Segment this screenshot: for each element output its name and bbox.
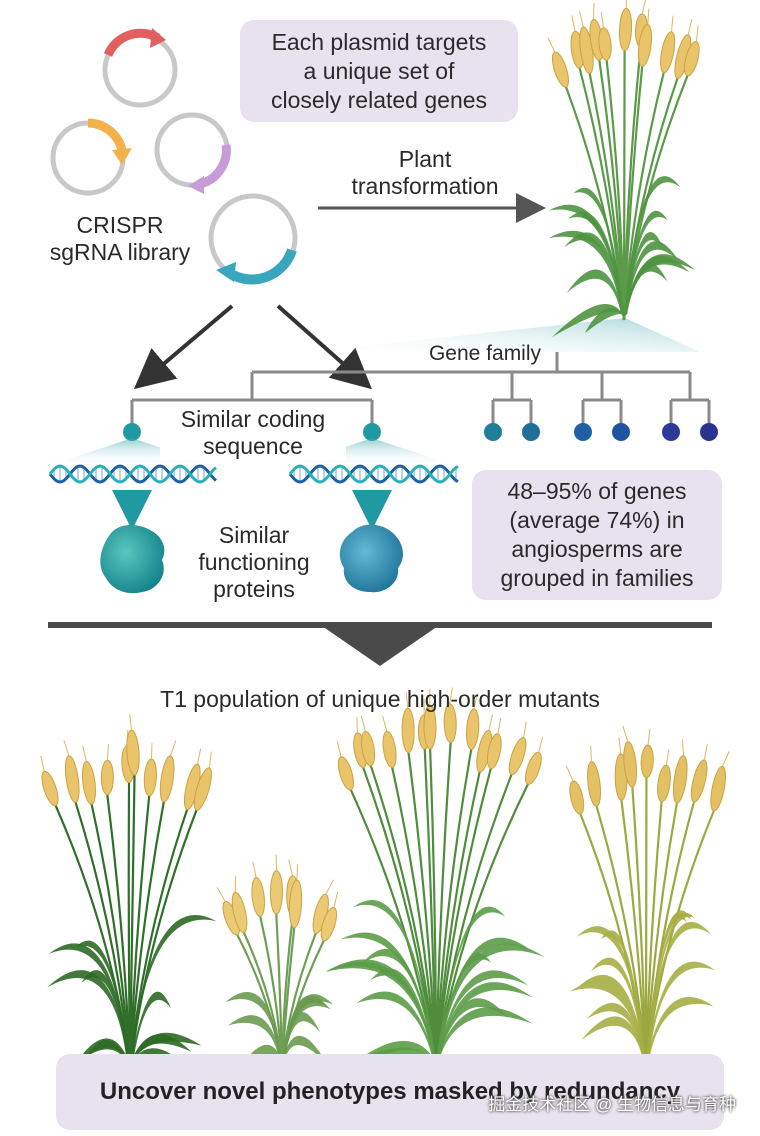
protein-right bbox=[339, 524, 403, 593]
similar-coding-label: Similar coding sequence bbox=[160, 406, 346, 460]
crispr-library-label: CRISPR sgRNA library bbox=[49, 212, 191, 265]
gene-nodes bbox=[123, 423, 718, 441]
plasmid-red bbox=[102, 28, 178, 108]
watermark: 掘金技术社区 @ 生物信息与育种 bbox=[488, 1095, 736, 1114]
population-label: T1 population of unique high-order mutan… bbox=[160, 686, 600, 712]
similar-proteins-label: Similar functioning proteins bbox=[198, 522, 310, 602]
uncover-phenotypes-box: Uncover novel phenotypes masked by redun… bbox=[56, 1054, 724, 1130]
dna-helix-right bbox=[288, 464, 459, 484]
arrow-to-gene-left bbox=[133, 304, 234, 390]
plasmid-teal bbox=[208, 193, 298, 285]
genes-grouped-box: 48–95% of genes (average 74%) in angiosp… bbox=[472, 470, 722, 600]
divider-triangle bbox=[322, 626, 438, 666]
dna-helix-left bbox=[48, 464, 218, 484]
gene-family-tree bbox=[130, 352, 711, 426]
wheat-plant-4 bbox=[565, 726, 730, 1067]
gene-family-label: Gene family bbox=[428, 342, 542, 365]
plant-transformation-label: Plant transformation bbox=[351, 146, 499, 199]
plasmid-orange bbox=[50, 118, 132, 196]
uncover-phenotypes-text: Uncover novel phenotypes masked by redun… bbox=[99, 1078, 681, 1105]
plant-projection-cone bbox=[306, 318, 700, 352]
plasmid-purple bbox=[154, 112, 231, 194]
protein-left bbox=[100, 525, 165, 594]
wheat-plant-3 bbox=[325, 687, 545, 1088]
divider-bar bbox=[48, 622, 712, 628]
wheat-plant-1 bbox=[40, 714, 217, 1094]
wheat-plant-top bbox=[547, 0, 700, 338]
plasmid-targets-box: Each plasmid targets a unique set of clo… bbox=[240, 20, 518, 122]
